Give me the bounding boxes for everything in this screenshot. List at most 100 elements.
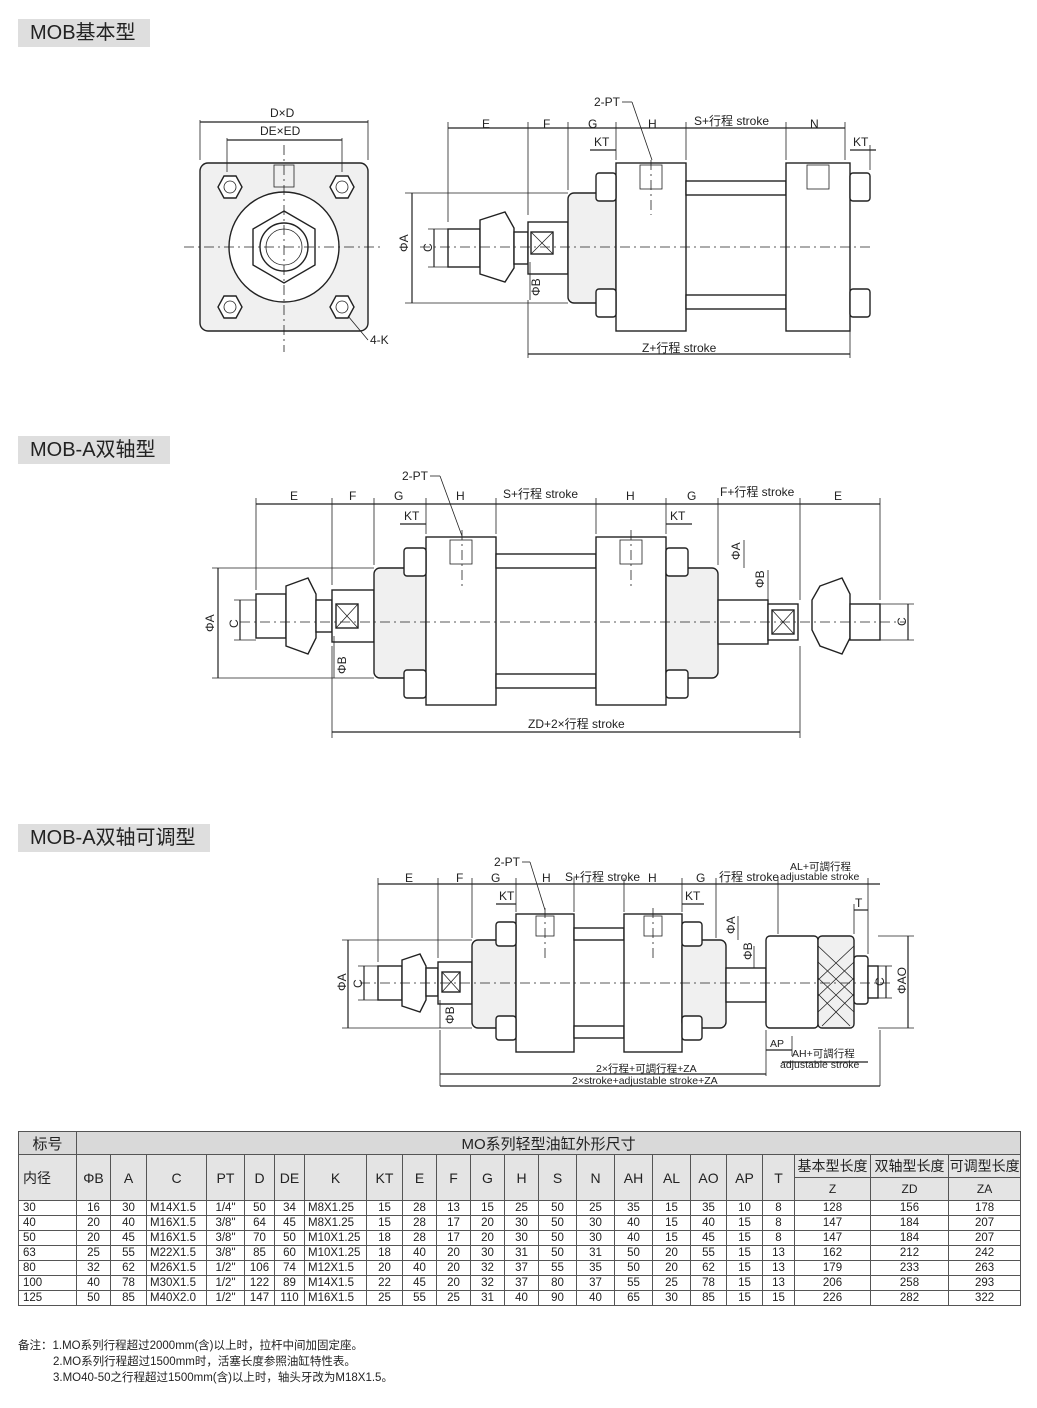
dim-h-right: H [626, 489, 635, 503]
table-cell: 31 [576, 1245, 615, 1261]
dim-g: G [588, 117, 597, 131]
table-cell: 30 [504, 1215, 539, 1231]
corner-header-bottom: 内径 [18, 1154, 77, 1201]
table-cell: 45 [110, 1230, 147, 1246]
dim-s-stroke: S+行程 stroke [694, 113, 769, 128]
table-cell: M8X1.25 [304, 1215, 367, 1231]
table-cell: M14X1.5 [146, 1200, 207, 1216]
table-cell: 50 [274, 1230, 305, 1246]
table-cell: 45 [274, 1215, 305, 1231]
table-cell: 20 [652, 1260, 691, 1276]
table-cell: M26X1.5 [146, 1260, 207, 1276]
table-cell: 8 [762, 1230, 795, 1246]
table-cell: 25 [576, 1200, 615, 1216]
table-cell: 147 [794, 1215, 871, 1231]
col-al: AL [652, 1154, 691, 1201]
table-cell: 40 [614, 1215, 653, 1231]
col-f: F [436, 1154, 471, 1201]
table-cell: 50 [538, 1230, 577, 1246]
table-cell: 18 [366, 1230, 403, 1246]
table-cell: M16X1.5 [304, 1290, 367, 1306]
table-cell: 15 [726, 1245, 763, 1261]
table-cell: 15 [366, 1200, 403, 1216]
table-cell: 207 [947, 1215, 1022, 1231]
table-cell: 30 [110, 1200, 147, 1216]
dim-g-left: G [394, 489, 403, 503]
table-cell: M10X1.25 [304, 1230, 367, 1246]
col-zd: ZD [870, 1177, 949, 1201]
label-2pt: 2-PT [494, 855, 521, 869]
dim-stroke: 行程 stroke [719, 869, 779, 884]
table-cell: 13 [762, 1260, 795, 1276]
note-1: 备注：1.MO系列行程超过2000mm(含)以上时，拉杆中间加固定座。 [18, 1340, 364, 1352]
dim-al-adjustable: adjustable stroke [780, 871, 860, 883]
table-cell: 55 [614, 1275, 653, 1291]
dim-ah-adjustable: adjustable stroke [780, 1059, 860, 1071]
dim-c-right: C [873, 977, 887, 986]
table-cell: 263 [947, 1260, 1022, 1276]
dim-c-right: C [895, 617, 909, 626]
table-cell: 40 [402, 1245, 437, 1261]
table-cell: M8X1.25 [304, 1200, 367, 1216]
table-cell: 15 [652, 1230, 691, 1246]
dim-phib-right: ΦB [753, 570, 767, 588]
dim-phib: ΦB [529, 278, 543, 296]
table-cell: 30 [576, 1230, 615, 1246]
col-g: G [470, 1154, 505, 1201]
figure-basic-type: D×D DE×ED 4-K [184, 95, 876, 358]
table-cell: 15 [652, 1215, 691, 1231]
table-cell: 13 [436, 1200, 471, 1216]
table-cell: 13 [762, 1275, 795, 1291]
dim-t: T [855, 896, 863, 910]
dim-c-left: C [227, 619, 241, 628]
table-cell: 17 [436, 1215, 471, 1231]
table-cell: 15 [762, 1290, 795, 1306]
end-view: D×D DE×ED 4-K [184, 106, 389, 352]
corner-header-top: 标号 [18, 1131, 77, 1155]
dim-phib-right: ΦB [741, 942, 755, 960]
table-cell: 70 [244, 1230, 275, 1246]
dim-f-left: F [349, 489, 356, 503]
side-view: E F G H S+行程 stroke N 2-PT KT KT ΦA C ΦB… [397, 95, 876, 358]
table-cell: 20 [652, 1245, 691, 1261]
table-cell: 37 [576, 1275, 615, 1291]
col-e: E [402, 1154, 437, 1201]
dim-g-right: G [687, 489, 696, 503]
table-cell: 3/8" [206, 1230, 245, 1246]
table-cell: 28 [402, 1200, 437, 1216]
table-cell: 20 [470, 1215, 505, 1231]
table-cell: 78 [690, 1275, 727, 1291]
figure-double-shaft-adjustable: E F G H S+行程 stroke H G 行程 stroke AL+可調行… [335, 855, 914, 1087]
table-cell: M16X1.5 [146, 1230, 207, 1246]
dim-zd-stroke: ZD+2×行程 stroke [528, 716, 625, 731]
table-cell: 31 [470, 1290, 505, 1306]
table-cell: 30 [576, 1215, 615, 1231]
table-cell: 20 [76, 1215, 111, 1231]
dim-ap: AP [770, 1038, 784, 1050]
table-cell: 22 [366, 1275, 403, 1291]
double-shaft-view: E F G H S+行程 stroke H G F+行程 stroke E 2-… [203, 469, 914, 738]
table-cell: 35 [614, 1200, 653, 1216]
table-cell: 1/4" [206, 1200, 245, 1216]
col-t: T [762, 1154, 795, 1201]
table-cell: 50 [614, 1260, 653, 1276]
table-cell: 50 [614, 1245, 653, 1261]
dim-s-stroke: S+行程 stroke [565, 869, 640, 884]
table-cell: 50 [538, 1200, 577, 1216]
dim-phia: ΦA [397, 234, 411, 252]
table-cell: 258 [870, 1275, 949, 1291]
table-cell: 60 [274, 1245, 305, 1261]
dim-f: F [543, 117, 550, 131]
table-cell: 25 [436, 1290, 471, 1306]
table-cell: 15 [652, 1200, 691, 1216]
table-cell: M10X1.25 [304, 1245, 367, 1261]
table-cell: 32 [470, 1275, 505, 1291]
table-cell: 40 [402, 1260, 437, 1276]
group-adjustable-length: 可调型长度 [947, 1154, 1022, 1178]
table-cell: 45 [402, 1275, 437, 1291]
table-cell: 80 [538, 1275, 577, 1291]
table-cell: 207 [947, 1230, 1022, 1246]
label-2pt: 2-PT [594, 95, 621, 109]
